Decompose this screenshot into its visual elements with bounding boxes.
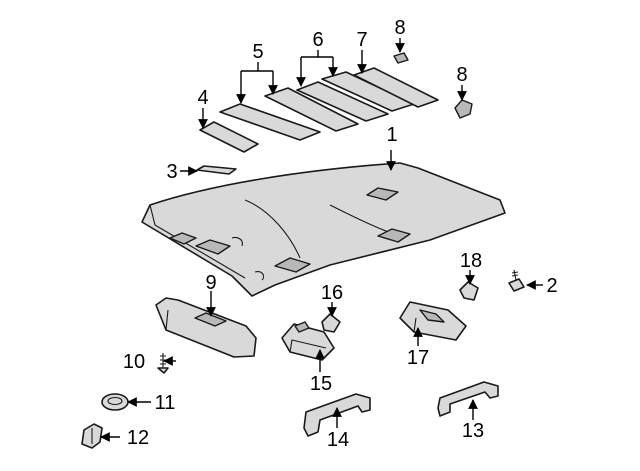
callout-11: 11 (155, 392, 176, 414)
callout-8-upper: 8 (394, 17, 405, 39)
callout-18: 18 (460, 250, 482, 272)
clip-part-8a (393, 52, 409, 64)
screw-part-10 (157, 353, 169, 374)
leader-lines (100, 38, 543, 442)
callout-1: 1 (386, 124, 397, 146)
callout-15: 15 (310, 373, 332, 395)
pad-part-5a (219, 103, 321, 141)
pad-part-3 (196, 165, 237, 175)
pad-part-7 (353, 67, 439, 108)
callout-2: 2 (546, 275, 557, 297)
bulb-part-18 (459, 281, 479, 301)
callout-17: 17 (407, 347, 429, 369)
assist-grip-part-14 (303, 393, 371, 437)
callout-7: 7 (356, 29, 367, 51)
callout-13: 13 (462, 420, 484, 442)
callout-4: 4 (197, 87, 208, 109)
callout-9: 9 (205, 272, 216, 294)
bulb-part-16 (321, 313, 341, 333)
clip-part-8b (454, 99, 473, 119)
callout-14: 14 (327, 429, 349, 451)
pad-part-4 (199, 121, 259, 153)
callout-6: 6 (312, 29, 323, 51)
callout-3: 3 (166, 161, 177, 183)
bracket-part-12 (81, 423, 103, 449)
headliner-part (141, 162, 506, 297)
sun-visor-part (155, 297, 257, 358)
screw-part-2 (508, 269, 525, 292)
callout-5: 5 (252, 41, 263, 63)
grommet-part-11 (101, 393, 129, 411)
callout-8-lower: 8 (456, 64, 467, 86)
pad-part-6a (296, 81, 389, 122)
assist-grip-part-13 (437, 381, 499, 417)
callout-16: 16 (321, 282, 343, 304)
callout-12: 12 (127, 427, 149, 449)
map-lamp-part-17 (399, 301, 467, 341)
pad-part-5b (264, 87, 359, 132)
callout-10: 10 (123, 351, 145, 373)
